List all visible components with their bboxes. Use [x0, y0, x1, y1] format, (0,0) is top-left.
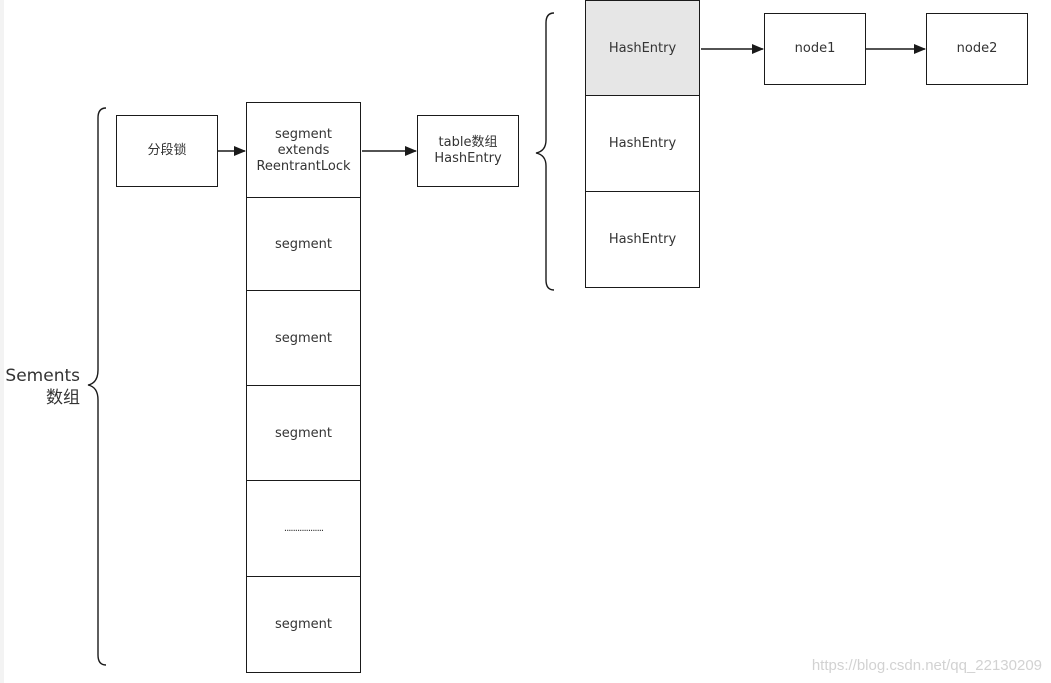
node1-box: node1 [764, 13, 866, 85]
hash-entry-cell: HashEntry [585, 95, 700, 193]
segment-cell-label: segment extends ReentrantLock [256, 126, 351, 174]
segment-lock-box: 分段锁 [116, 115, 218, 187]
segment-cell-label: segment [274, 330, 333, 346]
hash-entry-cell: HashEntry [585, 191, 700, 288]
segment-cell: segment [246, 576, 361, 673]
hash-entry-cell-highlighted: HashEntry [585, 0, 700, 97]
segment-cell-label: segment [274, 616, 333, 632]
segment-cell-ellipsis: .................. [246, 480, 361, 578]
segment-cell-label: segment [274, 425, 333, 441]
segments-array-label: Sements 数组 [5, 366, 80, 408]
hash-entry-label: HashEntry [608, 231, 677, 247]
node2-box: node2 [926, 13, 1028, 85]
segment-cell: segment [246, 197, 361, 292]
node2-label: node2 [956, 41, 998, 56]
hash-entry-label: HashEntry [608, 136, 677, 151]
segment-cell-label: .................. [283, 523, 324, 534]
segments-brace [87, 107, 107, 666]
left-edge-strip [0, 0, 4, 683]
table-array-box: table数组 HashEntry [417, 115, 519, 187]
hash-entries-brace [535, 12, 555, 291]
segment-cell-label: segment [274, 236, 333, 252]
hash-entry-label: HashEntry [608, 40, 677, 56]
segment-lock-label: 分段锁 [147, 143, 187, 158]
segment-cell: segment [246, 385, 361, 482]
watermark-text: https://blog.csdn.net/qq_22130209 [811, 657, 1042, 674]
table-array-label: table数组 HashEntry [434, 135, 502, 166]
segment-cell: segment [246, 290, 361, 387]
segment-cell: segment extends ReentrantLock [246, 102, 361, 199]
node1-label: node1 [794, 41, 836, 56]
